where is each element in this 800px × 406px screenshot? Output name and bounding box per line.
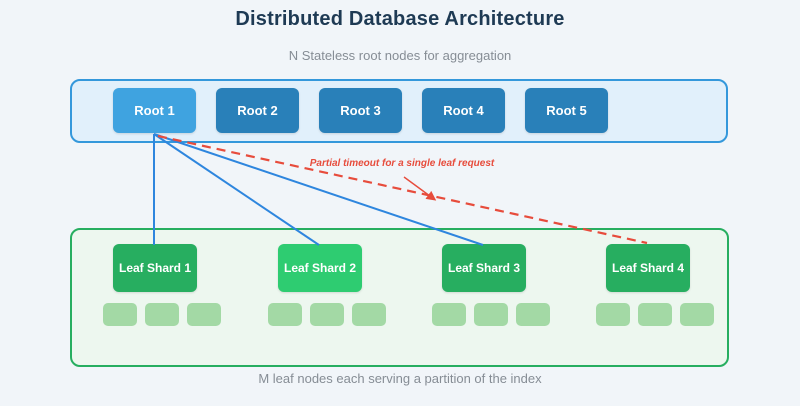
- root-node-2: Root 2: [216, 88, 299, 133]
- partition-cell: [680, 303, 714, 326]
- partition-row: [103, 303, 221, 326]
- partition-cell: [432, 303, 466, 326]
- leaf-shard-1: Leaf Shard 1: [113, 244, 197, 292]
- root-section-caption: N Stateless root nodes for aggregation: [288, 48, 512, 63]
- leaf-shard-3: Leaf Shard 3: [442, 244, 526, 292]
- leaf-shard-group-3: Leaf Shard 3: [432, 244, 550, 326]
- annotation-arrow: [403, 176, 437, 201]
- partition-cell: [474, 303, 508, 326]
- leaf-shard-group-1: Leaf Shard 1: [103, 244, 221, 326]
- root-node-1: Root 1: [113, 88, 196, 133]
- root-node-4: Root 4: [422, 88, 505, 133]
- partition-cell: [596, 303, 630, 326]
- leaf-shard-4: Leaf Shard 4: [606, 244, 690, 292]
- leaf-section-caption: M leaf nodes each serving a partition of…: [258, 371, 542, 386]
- partition-row: [432, 303, 550, 326]
- partition-cell: [103, 303, 137, 326]
- partition-row: [268, 303, 386, 326]
- leaf-shard-group-2: Leaf Shard 2: [268, 244, 386, 326]
- leaf-shard-2: Leaf Shard 2: [278, 244, 362, 292]
- partition-cell: [268, 303, 302, 326]
- timeout-annotation-label: Partial timeout for a single leaf reques…: [309, 158, 495, 169]
- root-node-5: Root 5: [525, 88, 608, 133]
- partition-row: [596, 303, 714, 326]
- partition-cell: [187, 303, 221, 326]
- partition-cell: [310, 303, 344, 326]
- leaf-nodes-container: Leaf Shard 1 Leaf Shard 2 Leaf Shard 3: [70, 228, 729, 367]
- leaf-shard-group-4: Leaf Shard 4: [596, 244, 714, 326]
- root-node-3: Root 3: [319, 88, 402, 133]
- partition-cell: [145, 303, 179, 326]
- partition-cell: [352, 303, 386, 326]
- partition-cell: [638, 303, 672, 326]
- partition-cell: [516, 303, 550, 326]
- edge-root1-leafshard4-timeout-dashed: [157, 134, 648, 245]
- root-nodes-container: Root 1 Root 2 Root 3 Root 4 Root 5: [70, 79, 728, 143]
- page-title: Distributed Database Architecture: [235, 8, 565, 30]
